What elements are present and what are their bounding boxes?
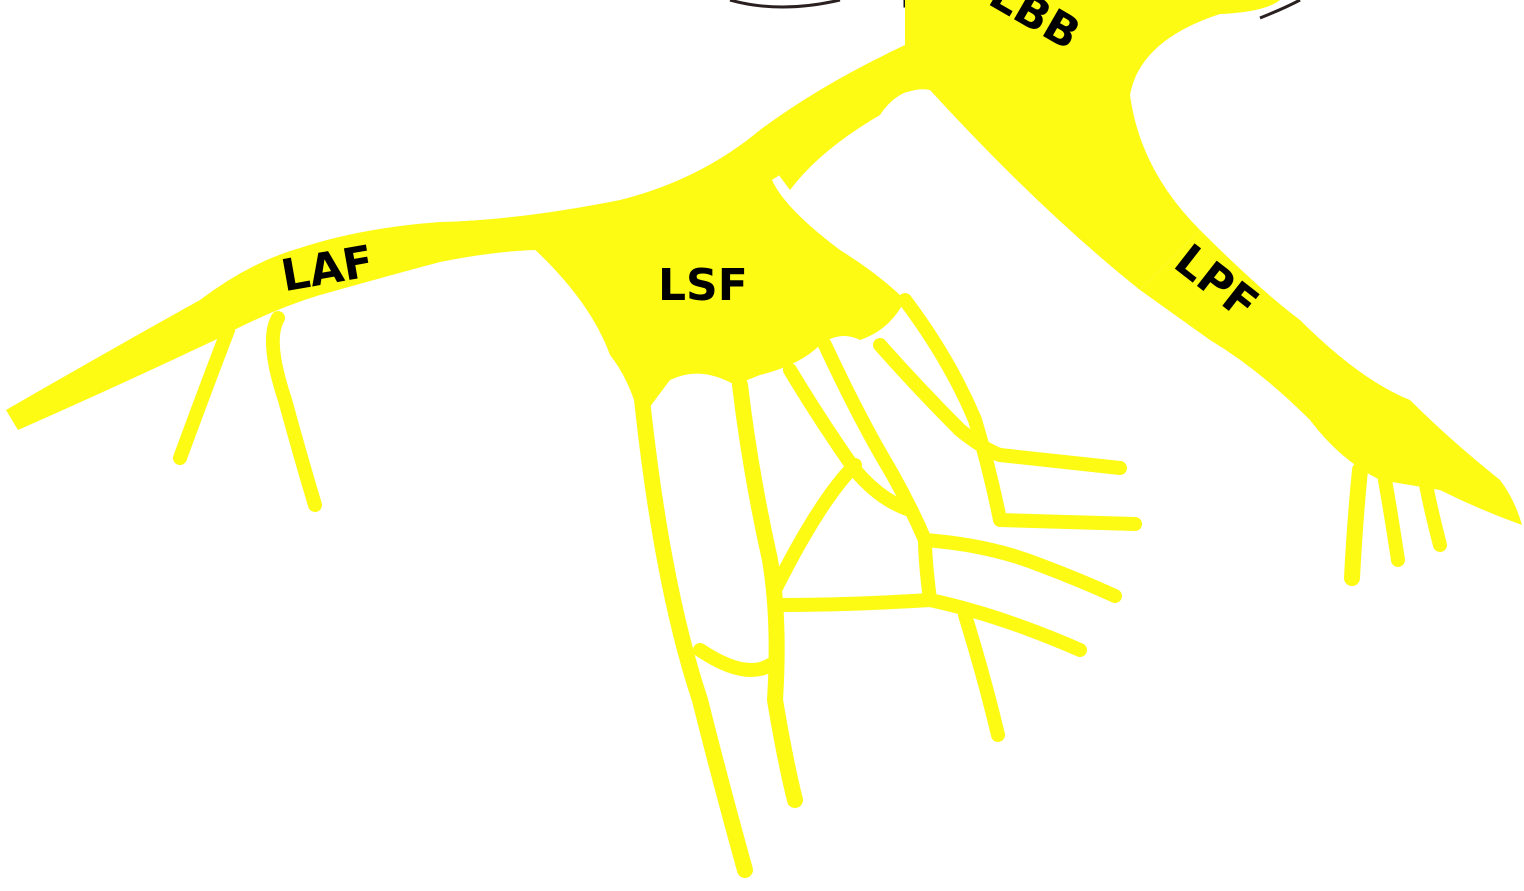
lsf-network [640, 300, 1135, 870]
lpf-terminal-branches [1352, 470, 1440, 578]
top-structure-outline [730, 0, 840, 7]
label-lsf: LSF [658, 260, 748, 311]
label-laf: LAF [277, 236, 377, 302]
laf-branch-2 [273, 318, 315, 505]
